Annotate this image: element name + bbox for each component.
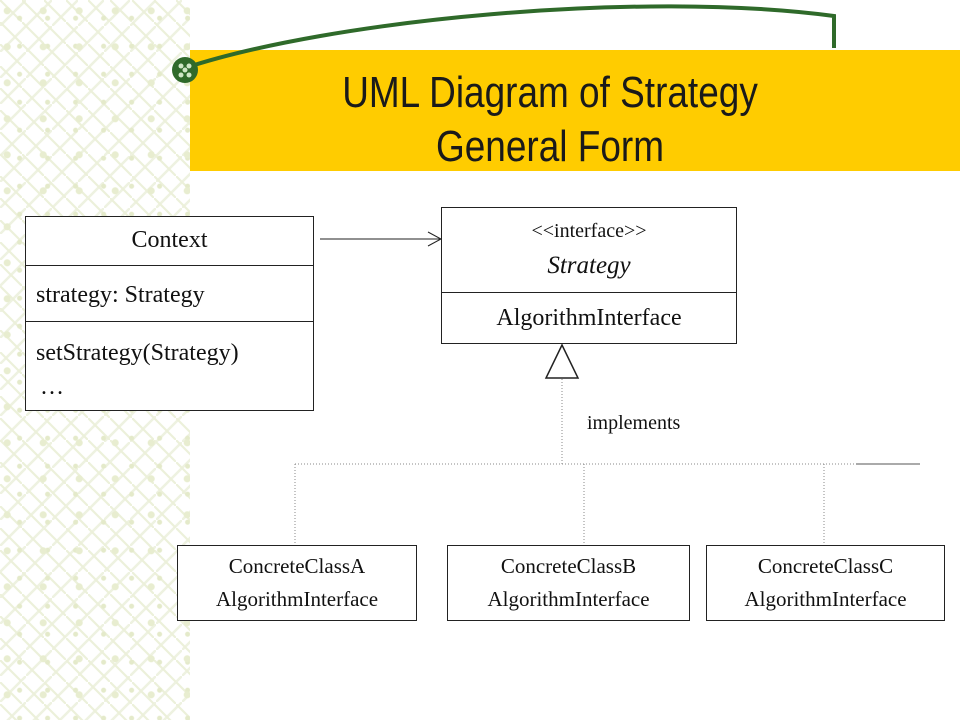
concrete-class-name: ConcreteClassC xyxy=(757,554,894,578)
inheritance-triangle-icon xyxy=(544,343,580,379)
context-attribute: strategy: Strategy xyxy=(36,282,205,308)
context-method: setStrategy(Strategy) xyxy=(36,340,239,366)
context-ellipsis: … xyxy=(40,374,64,400)
page-subtitle: General Form xyxy=(435,122,664,171)
context-class-name: Context xyxy=(131,227,208,253)
concrete-class-name: ConcreteClassA xyxy=(228,554,366,578)
concrete-class-method: AlgorithmInterface xyxy=(215,587,379,611)
page-title: UML Diagram of Strategy xyxy=(342,68,758,117)
implementation-lines xyxy=(294,379,920,545)
concrete-class-method: AlgorithmInterface xyxy=(487,587,650,611)
strategy-method: AlgorithmInterface xyxy=(496,305,682,331)
title-band xyxy=(190,50,960,171)
concrete-class-b-box: ConcreteClassB AlgorithmInterface xyxy=(447,545,690,621)
association-arrowhead-icon xyxy=(427,231,443,247)
concrete-class-method: AlgorithmInterface xyxy=(744,587,907,611)
strategy-interface-name: Strategy xyxy=(547,252,631,279)
strategy-stereotype: <<interface>> xyxy=(531,220,647,242)
context-class-box: Context strategy: Strategy setStrategy(S… xyxy=(25,216,314,411)
concrete-class-c-box: ConcreteClassC AlgorithmInterface xyxy=(706,545,945,621)
strategy-interface-box: <<interface>> Strategy AlgorithmInterfac… xyxy=(441,207,737,344)
implements-label: implements xyxy=(587,412,681,434)
concrete-class-name: ConcreteClassB xyxy=(500,554,637,578)
concrete-class-a-box: ConcreteClassA AlgorithmInterface xyxy=(177,545,417,621)
